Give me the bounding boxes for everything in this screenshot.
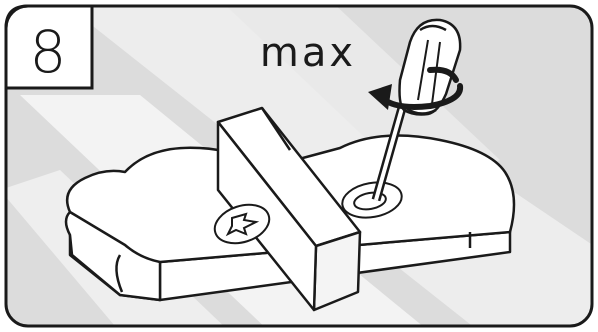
- max-torque-label: max: [260, 30, 356, 76]
- step-number-box: 8: [6, 6, 92, 88]
- step-number: 8: [30, 18, 67, 86]
